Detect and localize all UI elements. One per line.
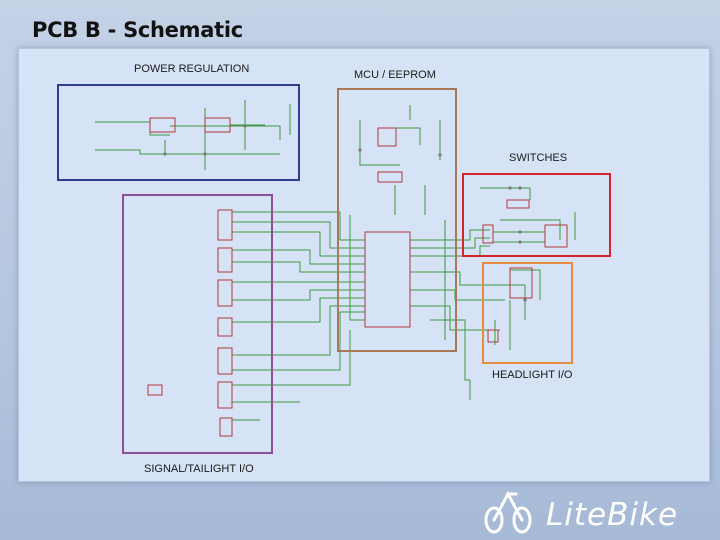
switches-label: SWITCHES <box>509 152 568 164</box>
schematic-sheet <box>18 48 710 482</box>
power-regulation-frame <box>57 84 300 181</box>
signal-tailight-frame <box>122 194 273 454</box>
brand-logo-text: LiteBike <box>546 497 679 533</box>
signal-tailight-label: SIGNAL/TAILIGHT I/O <box>144 463 254 475</box>
mcu-eeprom-label: MCU / EEPROM <box>354 69 436 81</box>
components <box>147 117 568 437</box>
mcu-eeprom-frame <box>337 88 457 352</box>
junctions <box>163 124 527 302</box>
switches-frame <box>462 173 611 257</box>
power-regulation-label: POWER REGULATION <box>134 63 250 75</box>
bicycle-icon <box>484 490 532 534</box>
headlight-frame <box>482 262 573 364</box>
slide-title: PCB B - Schematic <box>32 18 243 42</box>
headlight-label: HEADLIGHT I/O <box>492 369 573 381</box>
